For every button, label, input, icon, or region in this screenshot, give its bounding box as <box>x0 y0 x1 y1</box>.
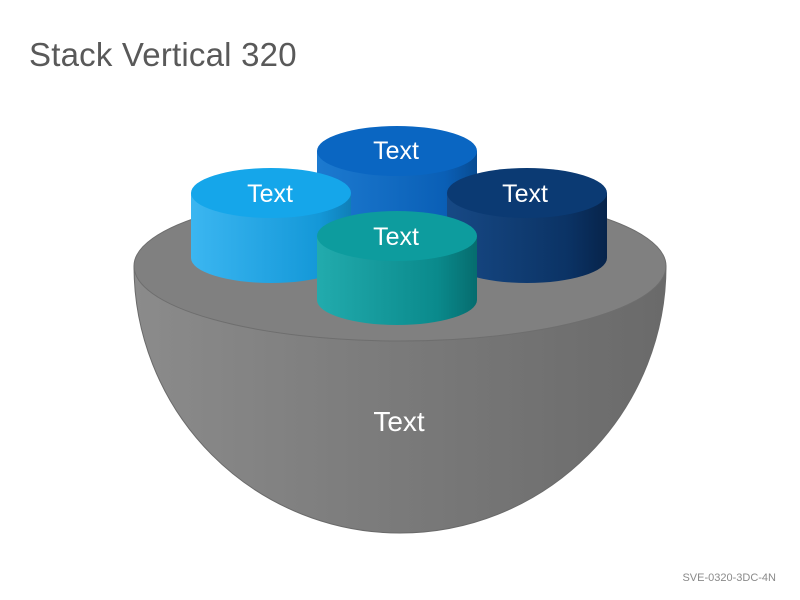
cylinder-right: Text <box>447 168 607 283</box>
cylinder-back-label: Text <box>373 137 419 165</box>
cylinder-left-label: Text <box>247 180 293 208</box>
cylinder-right-body <box>447 193 607 283</box>
cylinder-left-top <box>191 168 351 218</box>
cylinder-front-body <box>317 236 477 325</box>
bowl-body <box>133 265 667 534</box>
cylinder-front-top <box>317 211 477 261</box>
slide-title: Stack Vertical 320 <box>29 36 297 73</box>
slide-code: SVE-0320-3DC-4N <box>682 572 776 584</box>
cylinder-left: Text <box>191 168 351 283</box>
cylinder-right-top <box>447 168 607 218</box>
cylinder-left-body <box>191 193 351 283</box>
cylinder-back-top <box>317 126 477 176</box>
cylinder-front: Text <box>317 211 477 325</box>
cylinder-front-label: Text <box>373 223 419 251</box>
cylinder-right-label: Text <box>502 180 548 208</box>
bowl-label: Text <box>373 406 425 437</box>
